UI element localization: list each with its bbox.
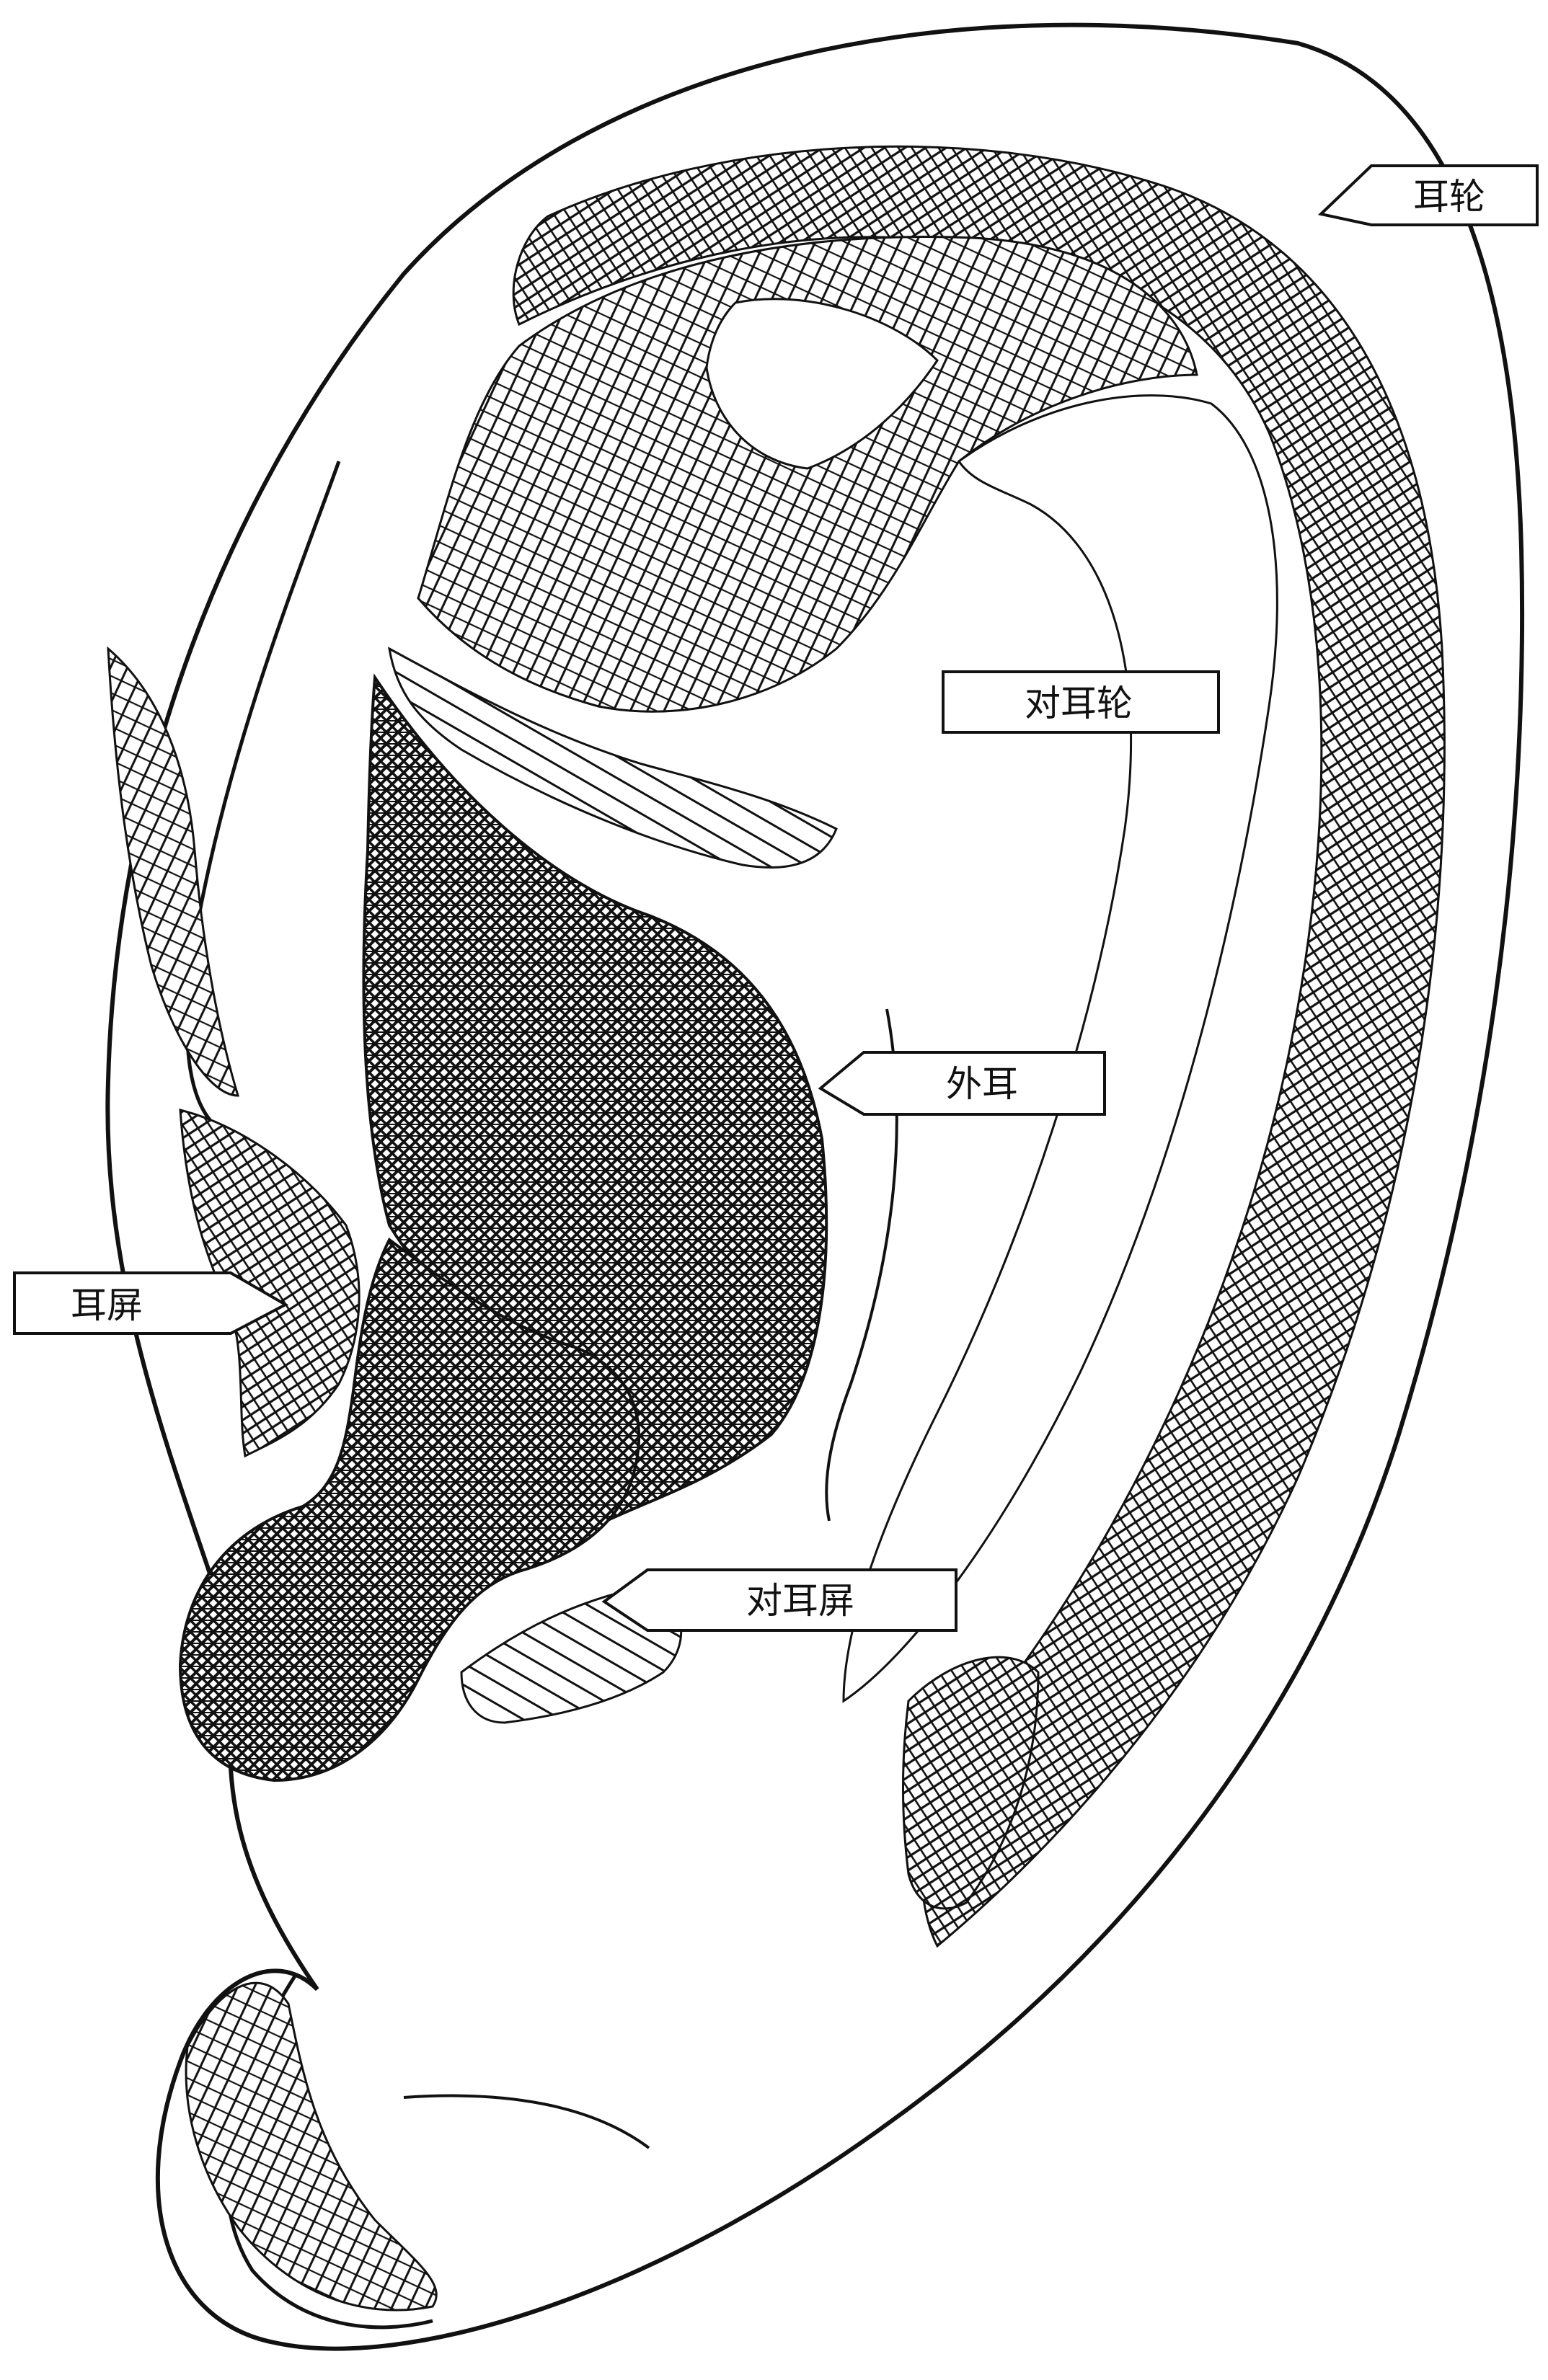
- label-outer-ear-text: 外耳: [946, 1063, 1018, 1105]
- label-antihelix-text: 对耳轮: [1025, 683, 1133, 724]
- label-antitragus-text: 对耳屏: [746, 1580, 854, 1622]
- label-tragus-text: 耳屏: [71, 1284, 143, 1326]
- label-antihelix: 对耳轮: [943, 672, 1219, 732]
- label-outer-ear: 外耳: [821, 1052, 1105, 1114]
- label-helix-text: 耳轮: [1413, 176, 1485, 218]
- label-antitragus: 对耳屏: [604, 1570, 956, 1630]
- label-tragus: 耳屏: [14, 1273, 286, 1333]
